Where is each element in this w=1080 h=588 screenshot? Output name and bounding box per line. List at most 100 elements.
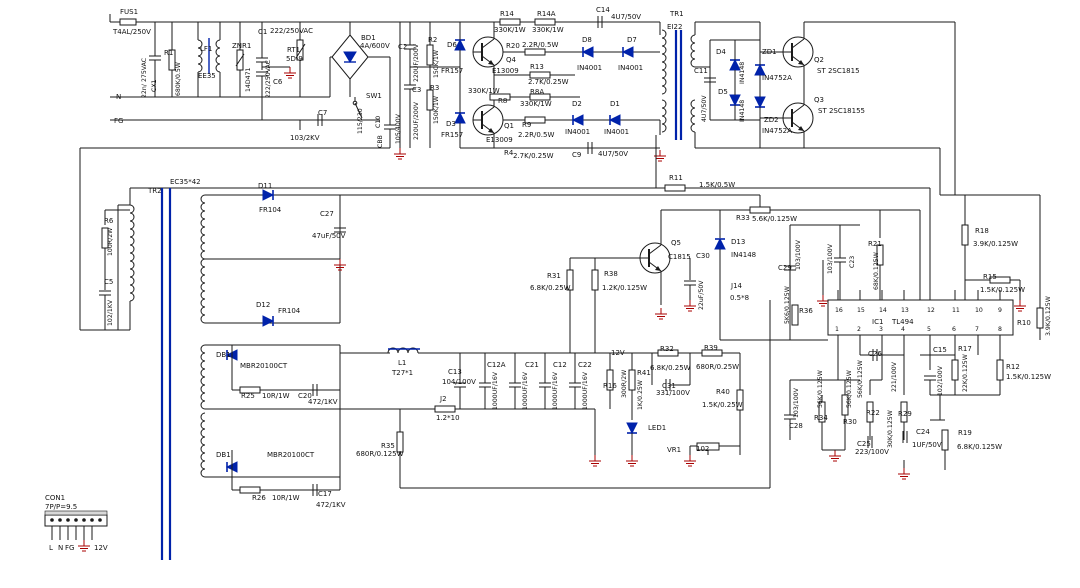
c29-value: 103/100V [795, 239, 802, 270]
n-line-label: N [116, 93, 121, 101]
c22-value: 1000UF/16V [582, 371, 589, 410]
d5-label: D5 [718, 88, 728, 96]
r26-value: 10R/1W [272, 494, 300, 502]
r3-value: 150K/1W [433, 96, 440, 124]
control-section: IC1 TL494 16 15 14 13 12 11 10 9 1 2 3 4… [566, 194, 1044, 480]
j14-label: J14 [730, 282, 743, 290]
tr1-label: TR1 [669, 10, 684, 18]
r29-value: 30K/0.125W [887, 410, 894, 448]
r33-label: R33 [736, 214, 750, 222]
r11-label: R11 [669, 174, 683, 182]
d6-label: D6 [447, 41, 457, 49]
tr2-label: TR2 [147, 187, 162, 195]
cx-label: CX1 [151, 79, 158, 92]
d12-label: D12 [256, 301, 270, 309]
r22-label: R22 [866, 409, 880, 417]
ic1-pin-13: 13 [901, 307, 909, 314]
c25-value: 223/100V [855, 448, 889, 456]
con1-pin-fg: FG [65, 544, 74, 552]
ic1-pin-11: 11 [952, 307, 960, 314]
con1-pin-n: N [58, 544, 63, 552]
r40-label: R40 [716, 388, 730, 396]
r35-value: 680R/0.125W [356, 450, 404, 458]
r8a-value: 330K/1W [520, 100, 552, 108]
c5-value: 102/1KV [107, 299, 114, 326]
q5-value: C1815 [668, 253, 691, 261]
d4-value: IN4148 [739, 62, 746, 84]
ic1-pin-2: 2 [857, 326, 861, 333]
ic1-pin-7: 7 [975, 326, 979, 333]
znr1-value: 14D471 [245, 67, 252, 92]
bd1-value: 4A/600V [360, 42, 390, 50]
c17-label: C17 [318, 490, 332, 498]
c31-value: 331/100V [656, 389, 690, 397]
q3-value: ST 2SC18155 [818, 107, 865, 115]
r34-value: 56K/0.125W [817, 370, 824, 408]
r20-label: R20 [506, 42, 520, 50]
ic1-top-pins: 16 15 14 13 12 11 10 9 [835, 290, 1002, 314]
c24-value: 1UF/50V [912, 441, 942, 449]
c14-value: 4U7/50V [611, 13, 641, 21]
r4-value: 2.7K/0.25W [513, 152, 554, 160]
r8-label: R8 [498, 97, 507, 105]
c23-label: C23 [849, 256, 856, 268]
c13-value: 104/100V [442, 378, 476, 386]
q2-label: Q2 [814, 56, 824, 64]
r35-label: R35 [381, 442, 395, 450]
output-section [340, 300, 771, 489]
c27-value: 47uF/50V [312, 232, 346, 240]
r16-value: 300R/2W [621, 370, 628, 398]
cbb-label: CBB [377, 135, 384, 148]
c2-value: 220UF/200V [413, 43, 420, 82]
j2-value: 1.2*10 [436, 414, 460, 422]
r32-value: 6.8K/0.25W [650, 364, 691, 372]
con1-pin-12v: 12V [94, 544, 108, 552]
led1-label: LED1 [648, 424, 666, 432]
c3-value: 220UF/200V [413, 101, 420, 140]
r3-label: R3 [430, 84, 439, 92]
znr1-label: ZNR1 [232, 42, 251, 50]
tr1-value: EI22 [667, 23, 682, 31]
r21-value: 68K/0.125W [873, 252, 880, 290]
vr1-label: VR1 [667, 446, 681, 454]
c6-label: C6 [273, 78, 283, 86]
r22-value: 56K/0.125W [857, 360, 864, 398]
bd1-label: BD1 [361, 34, 376, 42]
c1-label: C1 [258, 28, 267, 36]
c30-value: 22uF/50V [698, 280, 705, 310]
j2-label: J2 [439, 395, 447, 403]
r25-label: R25 [241, 392, 255, 400]
d13-label: D13 [731, 238, 745, 246]
c26-value: 221/100V [891, 361, 898, 392]
con1-label: CON1 [45, 494, 65, 502]
r1-label: R1 [164, 49, 173, 57]
r20-value: 2.2R/0.5W [522, 41, 558, 49]
main-transformer [98, 188, 761, 560]
d4-label: D4 [716, 48, 726, 56]
r21-label: R21 [868, 240, 882, 248]
fg-line-label: FG [114, 117, 123, 125]
d3-label: D3 [446, 120, 456, 128]
r17-value: 22K/0.125W [962, 354, 969, 392]
component-labels: FUS1 T4AL/250V N FG 275VAC 22n/ CX1 R1 6… [45, 6, 1052, 552]
sw1-label: SW1 [366, 92, 382, 100]
c25-label: C25 [857, 440, 871, 448]
q5-label: Q5 [671, 239, 681, 247]
ic1-pin-9: 9 [998, 307, 1002, 314]
r14a-value: 330K/1W [532, 26, 564, 34]
tr2-core: EC35*42 [170, 178, 201, 186]
ic1-pin-12: 12 [927, 307, 935, 314]
r40-value: 1.5K/0.25W [702, 401, 743, 409]
r38-value: 1.2K/0.125W [602, 284, 647, 292]
c3-label: C3 [412, 86, 421, 94]
c12-label: C12 [553, 361, 567, 369]
db1-lower-label: DB1 [216, 451, 231, 459]
ic1-pin-10: 10 [975, 307, 983, 314]
l1-value: T27*1 [391, 369, 413, 377]
r13-value: 2.7K/0.25W [528, 78, 569, 86]
r1-value: 680K/0.5W [175, 62, 182, 96]
r25-value: 10R/1W [262, 392, 290, 400]
zd2-value: IN4752A [762, 127, 792, 135]
r9-label: R9 [522, 121, 531, 129]
